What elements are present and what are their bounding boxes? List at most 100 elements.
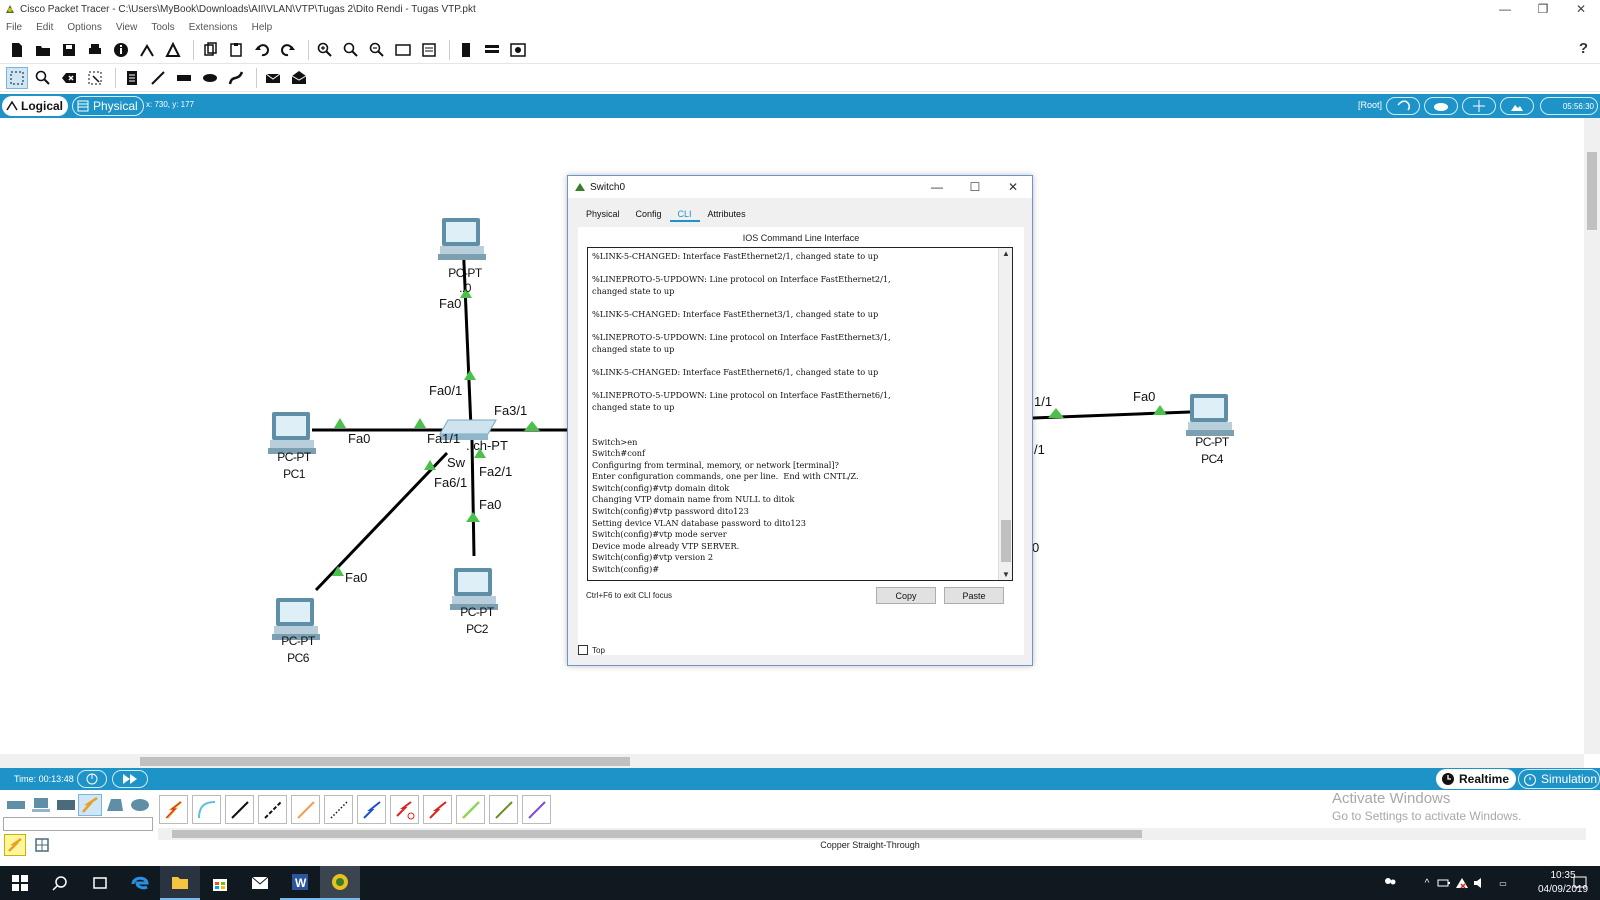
- grid-view-icon[interactable]: [30, 834, 54, 856]
- menu-help[interactable]: Help: [251, 21, 273, 33]
- store-icon[interactable]: [200, 866, 240, 900]
- pc2-icon[interactable]: [450, 566, 498, 614]
- inspect-icon[interactable]: [32, 67, 54, 89]
- tab-cli[interactable]: CLI: [669, 206, 700, 222]
- components-icon[interactable]: [54, 794, 78, 816]
- zoom-reset-icon[interactable]: [340, 39, 362, 61]
- word-icon[interactable]: W: [280, 866, 320, 900]
- device-search-field[interactable]: [3, 817, 153, 831]
- battery-icon[interactable]: [1436, 866, 1452, 900]
- print-icon[interactable]: [84, 39, 106, 61]
- dialog-close-button[interactable]: ✕: [1007, 180, 1019, 194]
- auto-connection-icon[interactable]: [4, 834, 26, 856]
- task-view-icon[interactable]: [80, 866, 120, 900]
- pc4-icon[interactable]: [1186, 392, 1234, 440]
- root-breadcrumb[interactable]: [Root]: [1358, 100, 1383, 110]
- dialog-minimize-button[interactable]: —: [931, 180, 943, 194]
- back-button[interactable]: [1386, 97, 1420, 115]
- realtime-mode-button[interactable]: Realtime: [1436, 769, 1516, 789]
- edge-icon[interactable]: [120, 866, 160, 900]
- taskbar-clock[interactable]: 10:35 04/09/2019: [1533, 869, 1593, 897]
- phone-cable-icon[interactable]: [324, 795, 353, 824]
- people-icon[interactable]: [1378, 866, 1402, 900]
- network-devices-icon[interactable]: [4, 794, 28, 816]
- zoom-out-icon[interactable]: [366, 39, 388, 61]
- file-explorer-icon[interactable]: [160, 866, 200, 900]
- volume-icon[interactable]: [1472, 866, 1488, 900]
- fiber-cable-icon[interactable]: [291, 795, 320, 824]
- straight-through-cable-icon[interactable]: [225, 795, 254, 824]
- mail-icon[interactable]: [240, 866, 280, 900]
- pc1-icon[interactable]: [268, 410, 316, 458]
- undo-icon[interactable]: [251, 39, 273, 61]
- select-icon[interactable]: [6, 66, 28, 89]
- serial-dte-cable-icon[interactable]: [423, 795, 452, 824]
- screenshot-icon[interactable]: [507, 39, 529, 61]
- menu-extensions[interactable]: Extensions: [188, 21, 238, 33]
- cli-scrollbar[interactable]: ▲ ▼: [998, 248, 1012, 580]
- multiuser-icon[interactable]: [128, 794, 152, 816]
- canvas-horizontal-scrollbar[interactable]: [0, 754, 1584, 768]
- tray-chevron-icon[interactable]: ^: [1424, 877, 1430, 889]
- view-toolbar-icon[interactable]: [455, 39, 477, 61]
- usb-cable-icon[interactable]: [522, 795, 551, 824]
- cli-scroll-thumb[interactable]: [1001, 520, 1011, 562]
- paste-icon[interactable]: [225, 39, 247, 61]
- cli-terminal[interactable]: %LINK-5-CHANGED: Interface FastEthernet2…: [587, 247, 1013, 581]
- power-cycle-button[interactable]: [77, 770, 107, 788]
- line-icon[interactable]: [147, 67, 169, 89]
- misc-icon[interactable]: [103, 794, 127, 816]
- pdu-icon[interactable]: [162, 39, 184, 61]
- console-cable-icon[interactable]: [192, 795, 221, 824]
- redo-icon[interactable]: [277, 39, 299, 61]
- complex-pdu-icon[interactable]: [288, 67, 310, 89]
- scroll-thumb[interactable]: [140, 757, 630, 766]
- logical-tab[interactable]: Logical: [2, 96, 68, 116]
- menu-edit[interactable]: Edit: [36, 21, 54, 33]
- zoom-in-icon[interactable]: [314, 39, 336, 61]
- open-icon[interactable]: [32, 39, 54, 61]
- save-icon[interactable]: [58, 39, 80, 61]
- network-warning-icon[interactable]: [1454, 866, 1470, 900]
- palette-scrollbar[interactable]: [158, 828, 1586, 840]
- menu-options[interactable]: Options: [67, 21, 102, 33]
- pc6-icon[interactable]: [272, 596, 320, 644]
- end-devices-icon[interactable]: [29, 794, 53, 816]
- server-rack-icon[interactable]: [481, 39, 503, 61]
- physical-tab[interactable]: Physical: [72, 96, 144, 116]
- info-icon[interactable]: [110, 39, 132, 61]
- background-image-button[interactable]: [1500, 97, 1534, 115]
- menu-view[interactable]: View: [115, 21, 138, 33]
- menu-tools[interactable]: Tools: [151, 21, 175, 33]
- connections-icon[interactable]: [78, 794, 102, 816]
- top-checkbox[interactable]: Top: [578, 645, 605, 655]
- canvas-vertical-scrollbar[interactable]: [1584, 118, 1600, 754]
- note-icon[interactable]: [121, 67, 143, 89]
- crossover-cable-icon[interactable]: [258, 795, 287, 824]
- menu-file[interactable]: File: [6, 21, 23, 33]
- coaxial-cable-icon[interactable]: [357, 795, 386, 824]
- drawing-palette-icon[interactable]: [392, 39, 414, 61]
- new-icon[interactable]: [6, 39, 28, 61]
- delete-icon[interactable]: [58, 67, 80, 89]
- scroll-down-icon[interactable]: ▼: [1002, 570, 1010, 579]
- copy-icon[interactable]: [199, 39, 221, 61]
- fast-forward-button[interactable]: [112, 770, 148, 788]
- close-button[interactable]: ✕: [1575, 2, 1587, 16]
- resize-icon[interactable]: [84, 67, 106, 89]
- octal-cable-icon[interactable]: [456, 795, 485, 824]
- tab-physical[interactable]: Physical: [586, 209, 620, 219]
- paste-button[interactable]: Paste: [944, 587, 1004, 604]
- language-icon[interactable]: ▭: [1499, 878, 1507, 888]
- auto-cable-icon[interactable]: [159, 795, 188, 824]
- simple-pdu-icon[interactable]: [262, 67, 284, 89]
- scroll-thumb[interactable]: [1587, 152, 1597, 230]
- tab-attributes[interactable]: Attributes: [707, 209, 746, 219]
- cli-output[interactable]: %LINK-5-CHANGED: Interface FastEthernet2…: [592, 251, 891, 575]
- custom-device-icon[interactable]: [418, 39, 440, 61]
- palette-scroll-thumb[interactable]: [172, 830, 1142, 838]
- copy-button[interactable]: Copy: [876, 587, 936, 604]
- simulation-mode-button[interactable]: Simulation: [1518, 769, 1600, 789]
- restore-button[interactable]: ❐: [1537, 2, 1549, 16]
- search-icon[interactable]: [40, 866, 80, 900]
